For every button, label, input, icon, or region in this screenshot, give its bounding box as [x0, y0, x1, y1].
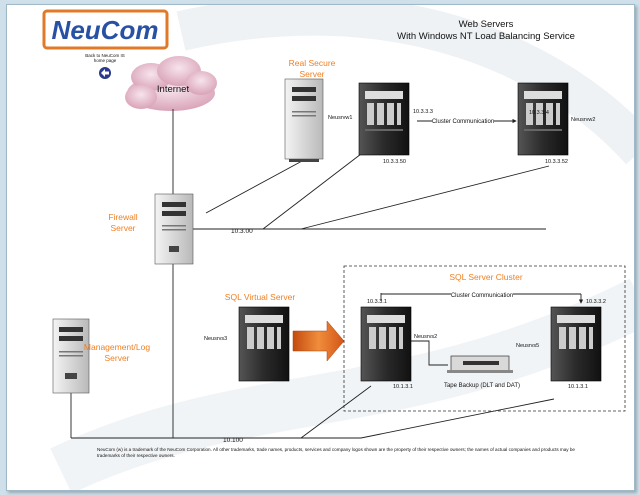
logo-text: NeuCom — [52, 15, 159, 45]
sqlv-hostname: Neusrvs3 — [204, 336, 227, 342]
web2-ip-top: 10.3.3.4 — [529, 110, 549, 116]
sql-server-1-icon — [360, 306, 412, 382]
diagram-subtitle: With Windows NT Load Balancing Service — [397, 31, 575, 42]
sql-cluster-label: SQL Server Cluster — [449, 272, 523, 282]
internet-cloud-icon — [125, 56, 217, 111]
home-link-line2: home page — [94, 58, 117, 63]
web-cluster-communication-label: Cluster Communication — [432, 119, 494, 125]
sql-cluster-box — [343, 265, 626, 412]
footer-text: NeuCom (w) is a trademark of the NeuCom … — [97, 447, 575, 458]
neucom-logo[interactable]: NeuCom — [42, 9, 169, 50]
management-server-icon — [52, 318, 90, 394]
web2-ip-bottom: 10.3.3.52 — [545, 159, 568, 165]
realsecure-label-2: Server — [299, 69, 324, 79]
sql-server-2-icon — [550, 306, 602, 382]
firewall-label-2: Server — [110, 223, 135, 233]
network-links — [70, 109, 584, 439]
sql-virtual-label: SQL Virtual Server — [225, 292, 296, 302]
diagram-canvas: NeuCom Back to NeuCom IS home page Web S… — [6, 4, 635, 491]
web1-ip-bottom: 10.3.3.50 — [383, 159, 406, 165]
sql-virtual-server-icon — [238, 306, 290, 382]
tape-backup-label: Tape Backup (DLT and DAT) — [444, 383, 520, 389]
network-diagram: NeuCom Back to NeuCom IS home page Web S… — [42, 5, 634, 490]
diagram-title: Web Servers — [459, 19, 514, 30]
background-swoosh — [176, 5, 634, 165]
sql1-ip-top: 10.3.3.1 — [367, 299, 387, 305]
web2-hostname: Neusrvw2 — [571, 117, 595, 123]
sql2-hostname: Neusrvs5 — [516, 343, 539, 349]
network-label-2: 10.100 — [223, 437, 243, 444]
failover-arrow-icon — [292, 320, 345, 362]
web1-hostname: Neusrvw1 — [328, 115, 352, 121]
realsecure-label: Real Secure — [289, 58, 336, 68]
sql-cluster-communication-label: Cluster Communication — [451, 293, 513, 299]
sql1-ip-bottom: 10.1.3.1 — [393, 384, 413, 390]
background-swoosh — [50, 278, 634, 490]
web1-ip-top: 10.3.3.3 — [413, 109, 433, 115]
firewall-server-icon — [154, 193, 194, 265]
tape-backup-icon — [447, 355, 513, 373]
home-link[interactable]: Back to NeuCom IS home page — [85, 53, 125, 79]
sql2-ip-bottom: 10.1.3.1 — [568, 384, 588, 390]
sql2-ip-top: 10.3.3.2 — [586, 299, 606, 305]
internet-label: Internet — [157, 84, 190, 95]
realsecure-server-icon — [284, 78, 324, 162]
network-label-1: 10.3.00 — [231, 228, 253, 235]
firewall-label: Firewall — [108, 212, 137, 222]
sql1-hostname: Neusrvs2 — [414, 334, 437, 340]
management-label: Management/Log — [84, 342, 150, 352]
web-server-2-icon — [517, 82, 569, 156]
management-label-2: Server — [104, 353, 129, 363]
home-link-line1: Back to NeuCom IS — [85, 53, 125, 58]
web-server-1-icon — [358, 82, 410, 156]
footer-foreign: NeuCom (w) is a trademark of the NeuCom … — [97, 447, 575, 458]
